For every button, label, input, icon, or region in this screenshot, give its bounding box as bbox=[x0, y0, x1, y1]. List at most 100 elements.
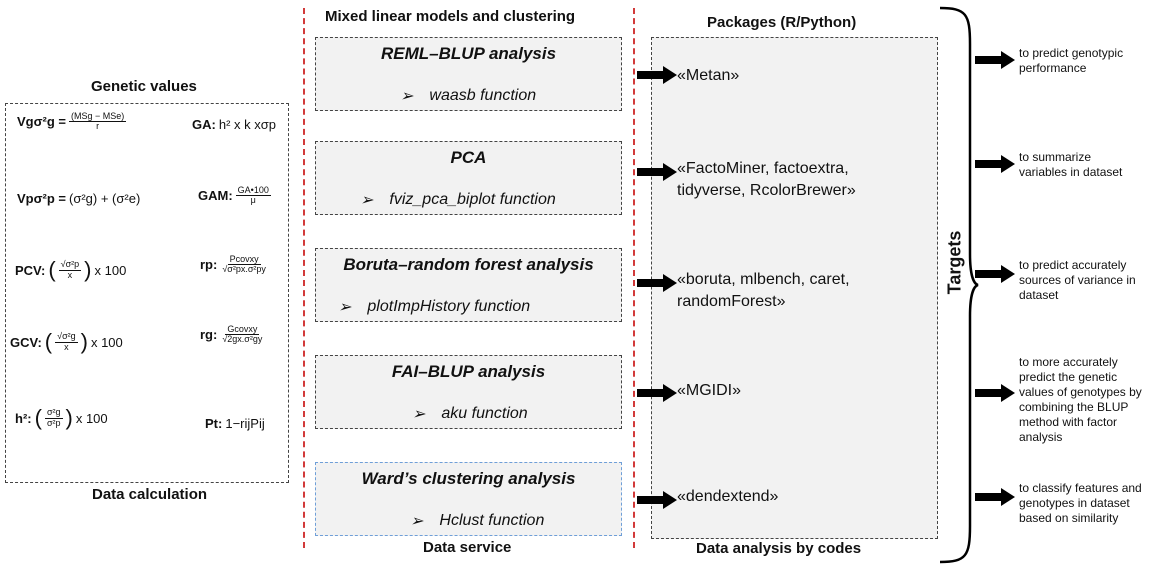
formula-vp-rhs: (σ²g) + (σ²e) bbox=[68, 191, 141, 206]
formula-h2-num: σ²g bbox=[44, 407, 63, 419]
formula-pcv-label: PCV: bbox=[15, 262, 46, 278]
package-line: «MGIDI» bbox=[677, 382, 742, 399]
target-text: to predict genotypic performance bbox=[1019, 46, 1124, 75]
formula-rg-label: rg: bbox=[200, 327, 218, 343]
packages-header: Packages (R/Python) bbox=[707, 14, 857, 31]
targets-brace-icon bbox=[939, 6, 979, 564]
package-line: «boruta, mlbench, caret, bbox=[677, 271, 850, 288]
bullet-arrow-icon: ➢ bbox=[360, 192, 374, 209]
service-title: REML–BLUP analysis bbox=[380, 44, 557, 63]
package-item: «MGIDI» bbox=[677, 380, 741, 402]
package-item: «Metan» bbox=[677, 65, 739, 87]
formula-gcv-x100: x 100 bbox=[90, 334, 123, 350]
service-title: PCA bbox=[450, 148, 487, 167]
formula-gcv-num: √σ²g bbox=[55, 331, 78, 343]
package-line: tidyverse, RcolorBrewer» bbox=[677, 182, 856, 199]
formula-pcv-num: √σ²p bbox=[58, 259, 82, 271]
formula-gam-label: GAM: bbox=[198, 188, 233, 204]
formula-gam-num: GA•100 bbox=[235, 185, 271, 197]
formula-rg-num: Gcovxy bbox=[225, 324, 260, 336]
formula-ga: GA: h² x k xσp bbox=[192, 117, 276, 132]
formula-h2-x100: x 100 bbox=[75, 410, 108, 426]
target-arrow-icon bbox=[975, 51, 1015, 69]
separator-right bbox=[633, 8, 635, 548]
service-function: ➢ waasb function bbox=[400, 86, 536, 106]
service-function-label: Hclust function bbox=[439, 512, 545, 529]
package-line: «Metan» bbox=[677, 67, 740, 84]
formula-rg: rg: Gcovxy√2gx.σ²gy bbox=[200, 324, 264, 345]
formula-gcv-den: x bbox=[64, 341, 69, 352]
formula-pcv-x100: x 100 bbox=[94, 262, 127, 278]
formula-rp: rp: Pcovxy√σ²px.σ²py bbox=[200, 254, 268, 275]
service-function-label: aku function bbox=[441, 405, 528, 422]
formula-vg: Vgσ²g = (MSg − MSe)r bbox=[17, 111, 127, 132]
formula-h2-close-paren: ) bbox=[65, 405, 73, 430]
service-function-label: fviz_pca_biplot function bbox=[389, 191, 556, 208]
package-arrow-icon bbox=[637, 384, 677, 402]
formula-rp-den: √σ²px.σ²py bbox=[222, 264, 266, 275]
formula-rp-label: rp: bbox=[200, 257, 218, 273]
service-title: Ward’s clustering analysis bbox=[361, 469, 576, 488]
formula-gcv-close-paren: ) bbox=[80, 329, 88, 354]
formula-rp-num: Pcovxy bbox=[227, 254, 261, 266]
formula-pcv-open-paren: ( bbox=[48, 257, 56, 282]
package-item: «dendextend» bbox=[677, 486, 778, 508]
service-box-ward: Ward’s clustering analysis ➢ Hclust func… bbox=[315, 462, 622, 536]
formula-vg-lhs: Vgσ²g = bbox=[17, 114, 66, 130]
target-text: to more accurately predict the genetic v… bbox=[1019, 355, 1142, 444]
formula-rp-fraction: Pcovxy√σ²px.σ²py bbox=[220, 254, 268, 275]
formula-ga-label: GA: bbox=[192, 117, 216, 132]
formula-rg-den: √2gx.σ²gy bbox=[222, 334, 263, 345]
service-function: ➢ Hclust function bbox=[410, 511, 544, 531]
formula-vg-den: r bbox=[96, 121, 100, 132]
formula-pcv-den: x bbox=[67, 269, 73, 280]
genetic-values-box bbox=[5, 103, 289, 483]
data-calculation-label: Data calculation bbox=[92, 486, 208, 503]
package-arrow-icon bbox=[637, 66, 677, 84]
bullet-arrow-icon: ➢ bbox=[412, 406, 426, 423]
package-line: «FactoMiner, factoextra, bbox=[677, 160, 849, 177]
package-arrow-icon bbox=[637, 163, 677, 181]
formula-gam-den: μ bbox=[250, 195, 256, 206]
data-analysis-label: Data analysis by codes bbox=[696, 540, 862, 557]
formula-vg-fraction: (MSg − MSe)r bbox=[68, 111, 127, 132]
formula-gcv-label: GCV: bbox=[10, 334, 42, 350]
target-arrow-icon bbox=[975, 155, 1015, 173]
service-box-boruta: Boruta–random forest analysis ➢ plotImpH… bbox=[315, 248, 622, 322]
formula-rg-fraction: Gcovxy√2gx.σ²gy bbox=[220, 324, 264, 345]
targets-label-text: Targets bbox=[944, 230, 965, 295]
package-item: «boruta, mlbench, caret, randomForest» bbox=[677, 269, 850, 313]
service-function: ➢ fviz_pca_biplot function bbox=[360, 190, 556, 210]
target-text: to summarize variables in dataset bbox=[1019, 150, 1123, 179]
formula-vp-lhs: Vpσ²p = bbox=[17, 191, 66, 206]
service-function: ➢ aku function bbox=[412, 404, 528, 424]
service-box-reml-blup: REML–BLUP analysis ➢ waasb function bbox=[315, 37, 622, 111]
separator-left bbox=[303, 8, 305, 548]
target-arrow-icon bbox=[975, 265, 1015, 283]
service-box-pca: PCA ➢ fviz_pca_biplot function bbox=[315, 141, 622, 215]
package-item: «FactoMiner, factoextra, tidyverse, Rcolo… bbox=[677, 158, 856, 202]
service-title: FAI–BLUP analysis bbox=[391, 362, 546, 381]
formula-h2-open-paren: ( bbox=[34, 405, 42, 430]
mixed-models-header: Mixed linear models and clustering bbox=[325, 8, 576, 25]
target-arrow-icon bbox=[975, 488, 1015, 506]
bullet-arrow-icon: ➢ bbox=[338, 299, 352, 316]
formula-pcv-close-paren: ) bbox=[84, 257, 92, 282]
service-function-label: plotImpHistory function bbox=[367, 298, 531, 315]
package-arrow-icon bbox=[637, 274, 677, 292]
formula-vp: Vpσ²p = (σ²g) + (σ²e) bbox=[17, 191, 140, 206]
target-text: to classify features and genotypes in da… bbox=[1019, 481, 1142, 525]
package-arrow-icon bbox=[637, 491, 677, 509]
package-line: randomForest» bbox=[677, 293, 786, 310]
formula-gcv-open-paren: ( bbox=[44, 329, 53, 354]
target-text: to predict accurately sources of varianc… bbox=[1019, 258, 1136, 302]
formula-pt: Pt: 1−rijPij bbox=[205, 416, 265, 431]
data-service-label: Data service bbox=[423, 539, 512, 556]
service-title: Boruta–random forest analysis bbox=[343, 255, 594, 274]
genetic-values-header: Genetic values bbox=[91, 78, 197, 95]
service-function: ➢ plotImpHistory function bbox=[338, 297, 530, 317]
